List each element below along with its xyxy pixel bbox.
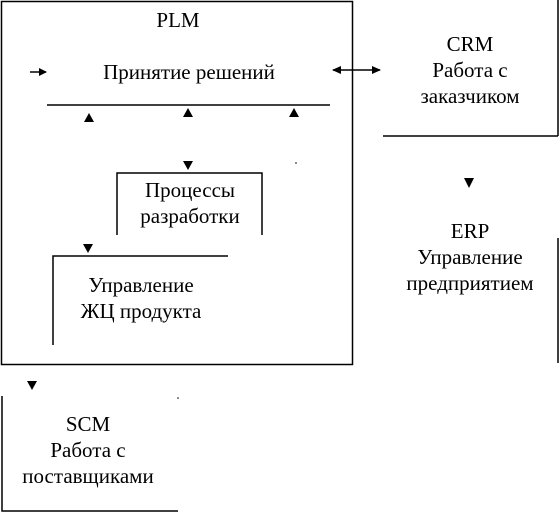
up-arrow-2: [183, 108, 193, 117]
crm-line-2: заказчиком: [420, 84, 520, 108]
scm-title: SCM: [65, 412, 111, 436]
plm-crm-arrowhead-left: [332, 66, 341, 74]
up-arrow-3: [289, 108, 299, 117]
scm-line-1: Работа с: [50, 438, 126, 462]
erp-title: ERP: [450, 219, 490, 243]
processes-line-1: Процессы: [145, 178, 235, 202]
crm-title: CRM: [446, 32, 494, 56]
erp-line-2: предприятием: [406, 271, 534, 295]
plm-title: PLM: [156, 8, 200, 32]
scm-box: [1, 396, 178, 512]
processes-box: [116, 172, 263, 235]
plm-box: [0, 0, 354, 366]
down-arrow-lifecycle: [83, 244, 93, 253]
lifecycle-label: Управление ЖЦ продукта: [81, 272, 202, 324]
dot-mark: [295, 162, 297, 164]
lifecycle-line-2: ЖЦ продукта: [80, 299, 202, 323]
crm-line-1: Работа с: [432, 58, 508, 82]
up-arrow-1: [84, 113, 94, 122]
crm-erp-arrow: [464, 178, 474, 188]
lifecycle-box: [52, 255, 228, 345]
erp-line-1: Управление: [417, 245, 523, 269]
dot-mark-2: [177, 397, 179, 399]
scm-line-2: поставщиками: [22, 464, 154, 488]
plm-crm-arrowhead-right: [372, 66, 381, 74]
decision-label: Принятие решений: [103, 60, 275, 84]
scm-label: SCM Работа с поставщиками: [22, 411, 153, 489]
processes-line-2: разработки: [140, 204, 240, 228]
erp-label: ERP Управление предприятием: [406, 218, 533, 296]
lifecycle-line-1: Управление: [88, 273, 194, 297]
plm-scm-arrow: [27, 381, 37, 390]
processes-label: Процессы разработки: [140, 177, 239, 229]
crm-label: CRM Работа с заказчиком: [420, 31, 519, 109]
down-arrow-processes: [183, 161, 193, 170]
